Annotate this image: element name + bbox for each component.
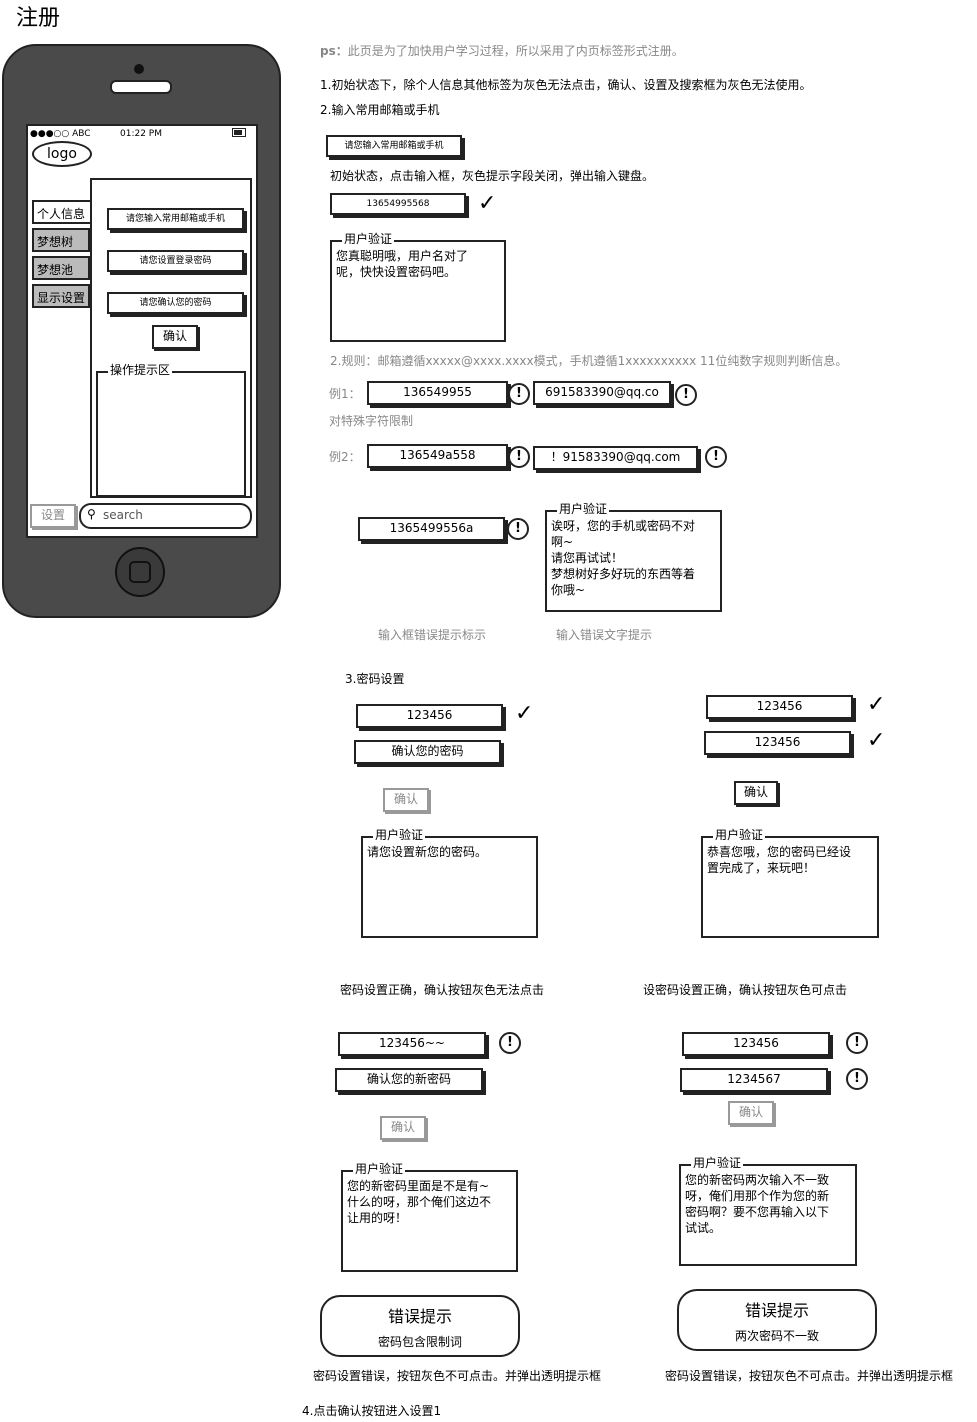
rule-2: 2.输入常用邮箱或手机: [320, 103, 440, 117]
verify-panel: 用户验证 恭喜您哦，您的密码已经设 置完成了，来玩吧！: [701, 828, 879, 938]
initial-state-note: 初始状态，点击输入框，灰色提示字段关闭，弹出输入键盘。: [330, 169, 655, 183]
confirm-button-disabled[interactable]: 确认: [380, 1116, 426, 1140]
error-toast: 错误提示 密码包含限制词: [320, 1295, 520, 1357]
settings-button[interactable]: 设置: [30, 504, 76, 528]
email-placeholder-field[interactable]: 请您输入常用邮箱或手机: [326, 135, 462, 157]
speaker-grille: [110, 80, 172, 94]
warning-icon: !: [705, 446, 727, 468]
verify-panel-ok: 用户验证 您真聪明哦，用户名对了 呢，快快设置密码吧。: [330, 232, 506, 342]
section-3-title: 3.密码设置: [345, 672, 405, 686]
password-field[interactable]: 123456: [682, 1032, 830, 1056]
check-icon: ✓: [478, 191, 497, 216]
example-1-label: 例1：: [329, 387, 361, 401]
search-input[interactable]: search: [103, 508, 143, 522]
home-button[interactable]: [115, 547, 165, 597]
password-field[interactable]: 123456: [706, 695, 853, 719]
caption-error-right: 密码设置错误，按钮灰色不可点击。并弹出透明提示框: [665, 1369, 954, 1383]
tab-dream-pool[interactable]: 梦想池: [32, 256, 90, 280]
verify-panel-label: 用户验证: [342, 232, 395, 246]
verify-panel-label: 用户验证: [353, 1162, 406, 1176]
verify-panel-label: 用户验证: [691, 1156, 744, 1170]
warning-icon: !: [507, 518, 529, 540]
home-square-icon: [129, 561, 151, 583]
speaker-dot: [134, 64, 144, 74]
section-4-title: 4.点击确认按钮进入设置1: [302, 1404, 442, 1418]
error-toast-title: 错误提示: [744, 1301, 809, 1320]
check-icon: ✓: [867, 692, 886, 717]
caption-text-error: 输入错误文字提示: [556, 628, 653, 642]
password-field[interactable]: 请您设置登录密码: [107, 250, 244, 272]
special-char-note: 对特殊字符限制: [329, 414, 414, 428]
example-1-email[interactable]: 691583390@qq.co: [533, 381, 671, 405]
caption-error-left: 密码设置错误，按钮灰色不可点击。并弹出透明提示框: [313, 1369, 602, 1383]
verify-panel-text: 请您设置新您的密码。: [367, 845, 488, 859]
warning-icon: !: [846, 1068, 868, 1090]
ps-note: ps：此页是为了加快用户学习过程，所以采用了内页标签形式注册。: [320, 44, 684, 58]
error-toast-title: 错误提示: [387, 1307, 452, 1326]
tips-area: 操作提示区: [96, 363, 246, 497]
verify-panel-label: 用户验证: [713, 828, 766, 842]
example-1-phone[interactable]: 136549955: [367, 381, 508, 405]
caption-correct-clickable: 设密码设置正确，确认按钮灰色可点击: [643, 983, 848, 997]
confirm-button-disabled[interactable]: 确认: [383, 788, 429, 812]
caption-correct-gray: 密码设置正确，确认按钮灰色无法点击: [340, 983, 545, 997]
password-field[interactable]: 123456~~: [338, 1032, 486, 1056]
logo: logo: [32, 141, 92, 167]
verify-panel-text: 您真聪明哦，用户名对了 呢，快快设置密码吧。: [336, 249, 469, 279]
confirm-password-field[interactable]: 1234567: [680, 1068, 828, 1092]
search-icon: ⚲: [87, 507, 96, 521]
example-2-email[interactable]: ！91583390@qq.com: [533, 446, 698, 470]
error-toast: 错误提示 两次密码不一致: [677, 1289, 877, 1351]
confirm-button[interactable]: 确认: [734, 781, 778, 805]
rule-2b: 2.规则：邮箱遵循xxxxx@xxxx.xxxx模式，手机遵循1xxxxxxxx…: [330, 354, 848, 368]
check-icon: ✓: [867, 728, 886, 753]
caption-box-error: 输入框错误提示标示: [378, 628, 487, 642]
warning-icon: !: [508, 446, 530, 468]
warning-icon: !: [846, 1032, 868, 1054]
warning-icon: !: [508, 383, 530, 405]
warning-icon: !: [499, 1032, 521, 1054]
verify-panel-label: 用户验证: [557, 502, 610, 516]
confirm-password-field[interactable]: 确认您的新密码: [335, 1068, 483, 1092]
verify-panel-error: 用户验证 诶呀，您的手机或密码不对 啊~ 请您再试试！ 梦想树好多好玩的东西等着…: [545, 502, 722, 612]
verify-panel: 用户验证 您的新密码里面是不是有~ 什么的呀，那个俺们这边不 让用的呀！: [341, 1162, 518, 1272]
email-field[interactable]: 请您输入常用邮箱或手机: [107, 208, 244, 230]
tips-area-label: 操作提示区: [108, 363, 173, 377]
verify-panel-text: 诶呀，您的手机或密码不对 啊~ 请您再试试！ 梦想树好多好玩的东西等着 你哦~: [551, 519, 696, 597]
confirm-password-field[interactable]: 请您确认您的密码: [107, 292, 244, 314]
verify-panel: 用户验证 请您设置新您的密码。: [361, 828, 538, 938]
tab-personal-info[interactable]: 个人信息: [32, 200, 90, 224]
confirm-password-field[interactable]: 确认您的密码: [354, 740, 501, 764]
typed-phone-field[interactable]: 13654995568: [330, 193, 466, 215]
error-toast-message: 两次密码不一致: [734, 1329, 819, 1343]
confirm-button-disabled[interactable]: 确认: [728, 1101, 774, 1125]
page-title: 注册: [16, 6, 61, 31]
check-icon: ✓: [515, 701, 534, 726]
password-field[interactable]: 123456: [356, 704, 503, 728]
ps-label: ps：: [320, 44, 348, 58]
verify-panel: 用户验证 您的新密码两次输入不一致 呀，俺们用那个作为您的新 密码啊？要不您再输…: [679, 1156, 857, 1266]
tab-display-settings[interactable]: 显示设置: [32, 284, 90, 308]
verify-panel-label: 用户验证: [373, 828, 426, 842]
battery-icon: [232, 128, 246, 137]
example-2-phone[interactable]: 136549a558: [367, 444, 508, 468]
status-carrier: ●●●○○ ABC: [30, 129, 91, 139]
verify-panel-text: 恭喜您哦，您的密码已经设 置完成了，来玩吧！: [707, 845, 852, 875]
status-time: 01:22 PM: [120, 129, 162, 139]
error-toast-message: 密码包含限制词: [377, 1335, 462, 1349]
ps-text: 此页是为了加快用户学习过程，所以采用了内页标签形式注册。: [347, 44, 684, 58]
example-2-label: 例2：: [329, 450, 361, 464]
verify-panel-text: 您的新密码里面是不是有~ 什么的呀，那个俺们这边不 让用的呀！: [347, 1179, 492, 1225]
warning-icon: !: [675, 384, 697, 406]
rule-1: 1.初始状态下，除个人信息其他标签为灰色无法点击，确认、设置及搜索框为灰色无法使…: [320, 78, 812, 92]
confirm-password-field[interactable]: 123456: [704, 731, 851, 755]
search-box[interactable]: ⚲ search: [79, 503, 252, 529]
confirm-button[interactable]: 确认: [152, 325, 198, 349]
tab-dream-tree[interactable]: 梦想树: [32, 228, 90, 252]
verify-panel-text: 您的新密码两次输入不一致 呀，俺们用那个作为您的新 密码啊？要不您再输入以下 试…: [685, 1173, 830, 1235]
error-phone-field[interactable]: 1365499556a: [358, 517, 505, 541]
